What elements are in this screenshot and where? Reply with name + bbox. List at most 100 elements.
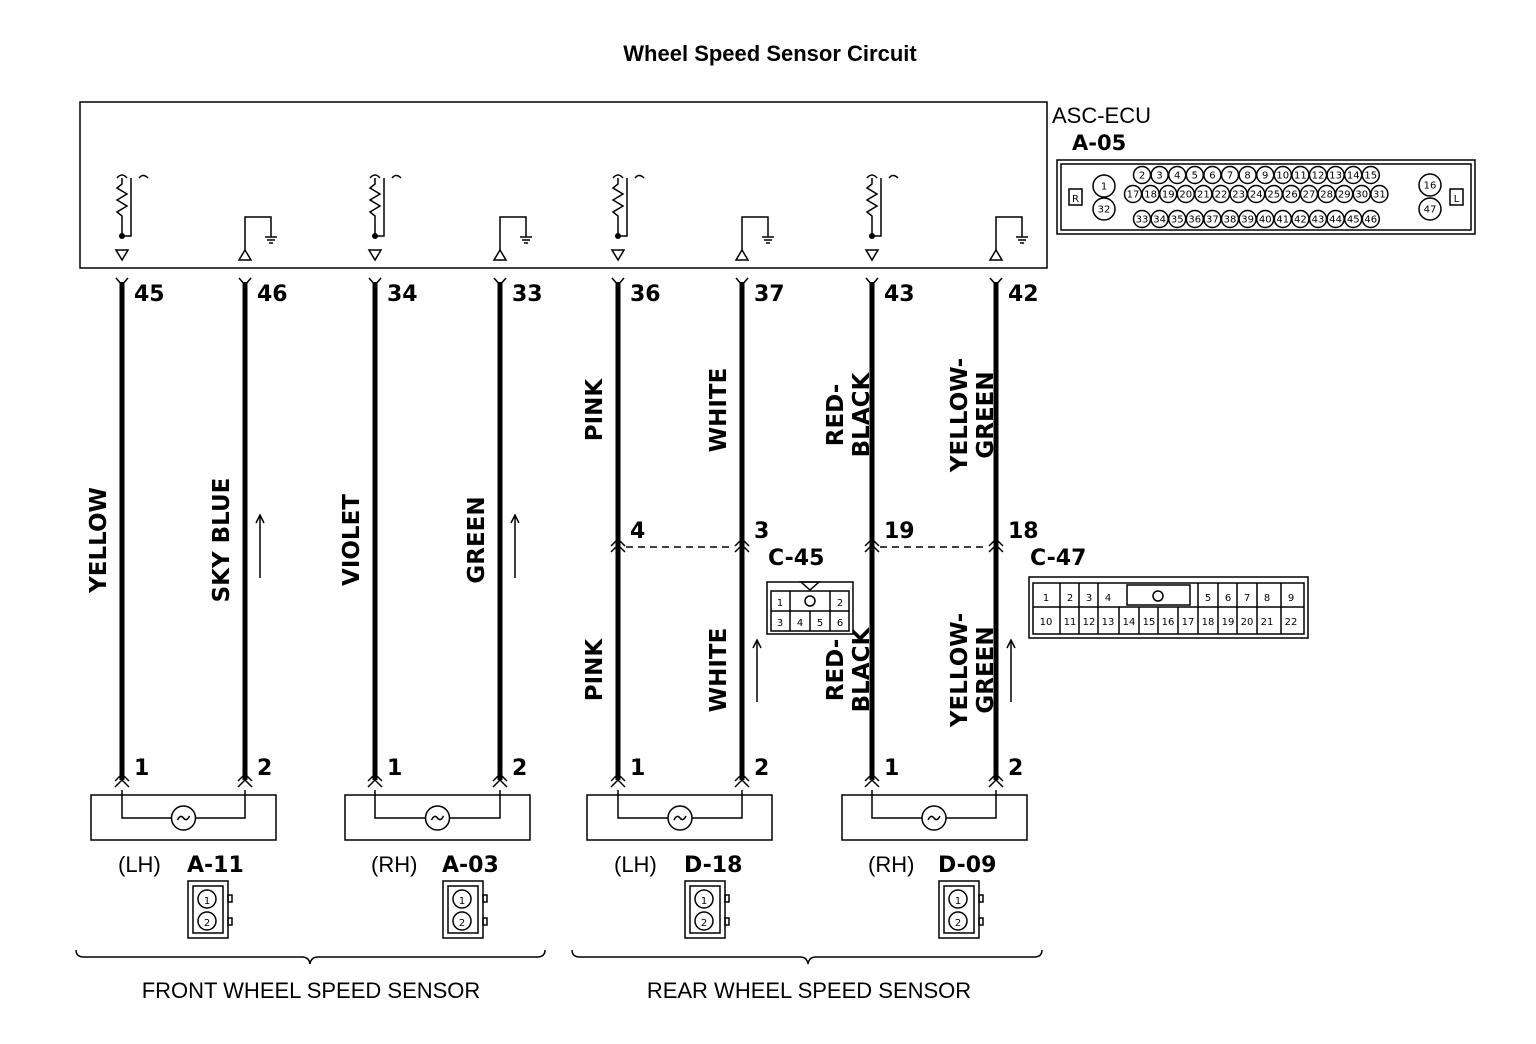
junction-connector-id: C-47: [1030, 546, 1086, 571]
ecu-pin-14-label: 14: [1347, 171, 1360, 182]
signal-arrow-37-head: [752, 638, 762, 649]
sensor-connector-pin-label: 2: [701, 918, 707, 929]
ecu-pin-17-label: 17: [1127, 190, 1140, 201]
sensor-coil-icon: [170, 805, 197, 831]
sensor-pin-number: 1: [884, 756, 899, 781]
ecu-pin-40-label: 40: [1259, 215, 1272, 226]
front-group-brace: [75, 949, 546, 965]
wire-color-label-top-line-0: RED-: [823, 384, 849, 447]
ecu-pin-number-34: 34: [387, 282, 418, 307]
c47-pin: 18: [1202, 617, 1215, 628]
ecu-pin-31: [1370, 184, 1389, 204]
diagram-title: Wheel Speed Sensor Circuit: [623, 41, 917, 66]
c47-pin: 11: [1064, 617, 1077, 628]
sensor-connector-id: A-11: [187, 853, 244, 878]
wire-color-label-bottom: RED-BLACK: [823, 626, 875, 712]
ecu-pin-32: [1092, 197, 1116, 221]
ecu-pin-20-label: 20: [1179, 190, 1192, 201]
sensor-pin-number: 2: [754, 756, 769, 781]
wire-color-label: GREEN: [464, 496, 490, 583]
sensor-connector-id: D-09: [938, 853, 996, 878]
ecu-pin-number-46: 46: [257, 282, 288, 307]
ecu-pin-number-45: 45: [134, 282, 165, 307]
ecu-pin-45-label: 45: [1347, 215, 1360, 226]
sensor-connector-face: 12: [938, 880, 984, 939]
wire-color-label-top-line-1: BLACK: [849, 371, 875, 457]
c45-pin: 1: [777, 598, 783, 609]
wire-color-label-top: YELLOW-GREEN: [947, 358, 999, 473]
ecu-box: [79, 101, 1048, 269]
ecu-pin-46-label: 46: [1364, 215, 1377, 226]
sensor-pin-number: 1: [134, 756, 149, 781]
sensor-pin-number: 2: [1008, 756, 1023, 781]
sensor-connector-pin-1: [694, 889, 714, 909]
ecu-pin-30-label: 30: [1355, 190, 1368, 201]
ecu-pin-number-33: 33: [512, 282, 543, 307]
c47-pin: 5: [1205, 593, 1211, 604]
c47-pin: 10: [1040, 617, 1053, 628]
ecu-pin-8-label: 8: [1244, 171, 1250, 182]
sensor-side-label: (RH): [868, 852, 914, 877]
ecu-pin-34-label: 34: [1153, 215, 1166, 226]
signal-arrow-42-head: [1006, 638, 1016, 649]
sensor-connector-pin-2: [452, 911, 472, 931]
ecu-pin-23-label: 23: [1232, 190, 1245, 201]
ecu-pin-13-label: 13: [1329, 171, 1342, 182]
c47-pin: 21: [1261, 617, 1274, 628]
sensor-connector-face: 12: [684, 880, 730, 939]
sensor-connector-face: 12: [442, 880, 488, 939]
sensor-coil-icon: [424, 805, 451, 831]
ecu-pin-10-label: 10: [1276, 171, 1289, 182]
ground-icon-4: [1016, 236, 1028, 244]
c47-pin: 17: [1182, 617, 1195, 628]
ecu-pin-4-label: 4: [1174, 171, 1180, 182]
ecu-pin-37-label: 37: [1206, 215, 1219, 226]
ground-icon-3: [762, 236, 774, 244]
ecu-pin-16-label: 16: [1424, 181, 1437, 192]
wire-color-label: SKY BLUE: [209, 478, 235, 603]
rear-group-brace: [571, 949, 1043, 965]
c47-pin: 12: [1083, 617, 1096, 628]
sensor-connector-id: D-18: [684, 853, 742, 878]
c47-pin: 15: [1143, 617, 1156, 628]
ecu-pin-5-label: 5: [1192, 171, 1198, 182]
sensor-connector-id: A-03: [442, 853, 499, 878]
sensor-side-label: (LH): [614, 852, 657, 877]
wire-color-label-bottom-line-1: GREEN: [973, 626, 999, 713]
wire-color-label-bottom-line-0: YELLOW-: [947, 613, 973, 728]
ecu-pin-38-label: 38: [1224, 215, 1237, 226]
wire-color-label-bottom-line-1: BLACK: [849, 626, 875, 712]
signal-arrow-46-head: [255, 513, 265, 524]
ecu-pin-15: [1361, 165, 1381, 185]
c47-pin: 9: [1288, 593, 1294, 604]
sensor-connector-pin-label: 2: [459, 918, 465, 929]
c45-pin: 3: [777, 618, 783, 629]
sensor-connector-pin-label: 1: [955, 896, 961, 907]
signal-arrow-33-head: [510, 513, 520, 524]
ecu-pin-39-label: 39: [1241, 215, 1254, 226]
sensor-connector-pin-1: [197, 889, 217, 909]
junction-pin-number: 4: [630, 519, 645, 544]
ecu-input-resistor-4: [865, 178, 879, 236]
c47-pin: 19: [1222, 617, 1235, 628]
ecu-pin-9-label: 9: [1262, 171, 1268, 182]
sensor-coil-icon: [921, 805, 947, 831]
ecu-pin-number-42: 42: [1008, 282, 1039, 307]
ecu-pin-43-label: 43: [1312, 215, 1325, 226]
ecu-pin-28-label: 28: [1320, 190, 1333, 201]
ecu-pin-18-label: 18: [1144, 190, 1157, 201]
ecu-pin-22-label: 22: [1215, 190, 1228, 201]
ecu-pin-42-label: 42: [1294, 215, 1307, 226]
c47-pin: 3: [1086, 593, 1092, 604]
sensor-connector-pin-2: [948, 911, 968, 931]
wire-color-label-bottom: PINK: [582, 638, 608, 702]
